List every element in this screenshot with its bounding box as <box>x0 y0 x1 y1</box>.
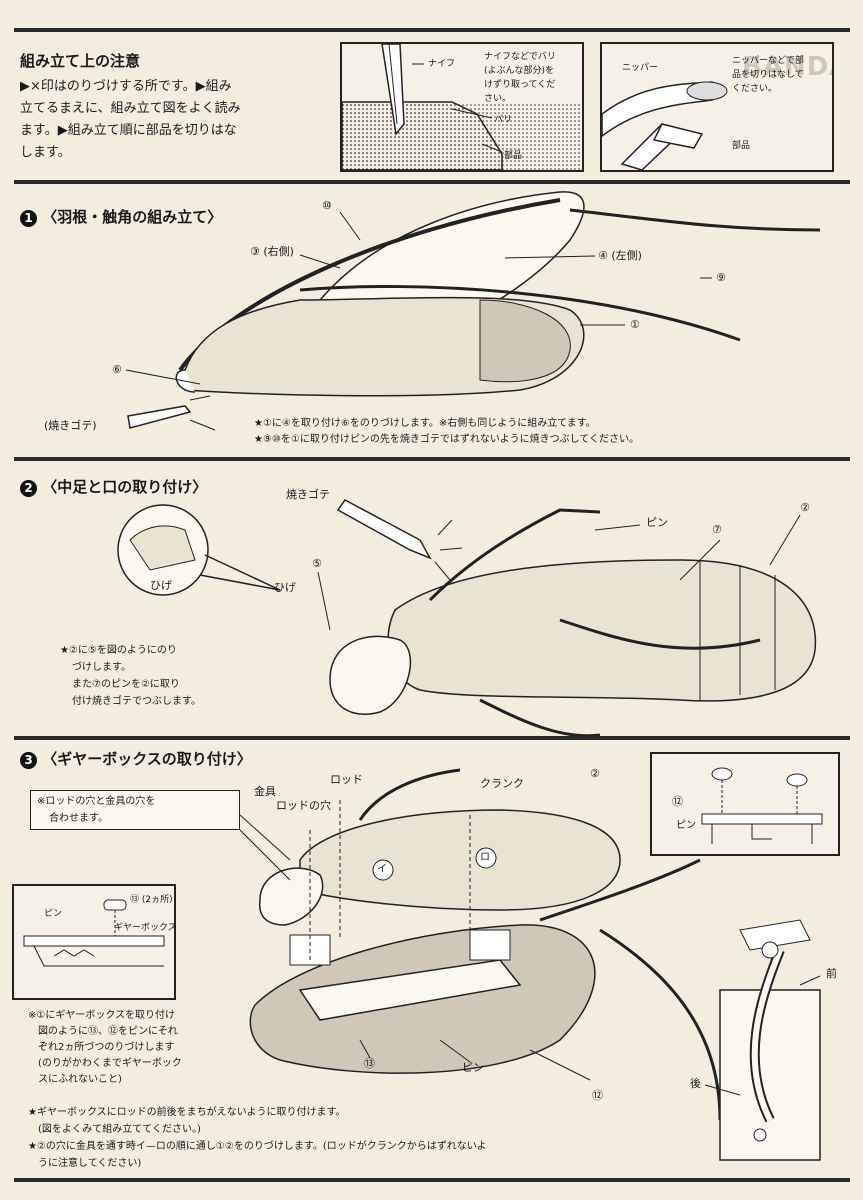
step2-label-iron: 焼きゴテ <box>286 488 330 501</box>
step1-label-3: ③ (右側) <box>250 245 294 258</box>
knife-instruction-line: さい。 <box>484 94 512 104</box>
step1-notes: ★①に④を取り付け⑥をのりづけします。※右側も同じように組み立てます。 ★⑨⑩を… <box>254 416 639 448</box>
step3-label-13: ⑬ <box>364 1057 375 1070</box>
section-rule <box>14 180 850 184</box>
step2-marker: 2 <box>20 480 37 497</box>
step3-label-front: 前 <box>826 967 837 980</box>
step3-label-rod-hole: ロッドの穴 <box>276 799 331 812</box>
step1-label-10: ⑩ <box>322 199 332 212</box>
step3-note-line: ぞれ2ヵ所づつのりづけします <box>38 1042 175 1053</box>
step2-note-line: また⑦のピンを②に取り <box>72 679 180 690</box>
step3-note-line: 図のように⑬、⑫をピンにそれ <box>38 1026 178 1037</box>
step3-label-12: ⑫ <box>592 1089 603 1102</box>
notes-line: します。 <box>20 145 71 160</box>
burr-label: バリ <box>494 115 513 125</box>
step1-note-line: ★①に④を取り付け⑥をのりづけします。※右側も同じように組み立てます。 <box>254 418 596 429</box>
step3-label-2: ② <box>590 767 600 780</box>
step3-label-i: イ <box>377 864 387 875</box>
bg-logo: BANDAI <box>742 52 832 82</box>
knife-illustration-box: ナイフ バリ 部品 ナイフなどでバリ (よぶんな部分)を けずり取ってくだ さい… <box>340 42 584 172</box>
step2-label-5: ⑤ <box>312 557 322 570</box>
step3-label-fitting: 金具 <box>254 785 276 798</box>
notes-body: ▶×印はのりづけする所です。▶組み 立てるまえに、組み立て図をよく読み ます。▶… <box>20 76 241 164</box>
knife-label: ナイフ <box>428 59 456 69</box>
gearbox-detail <box>23 899 165 967</box>
step2-title: 〈中足と口の取り付け〉 <box>42 478 208 496</box>
step3-label-13-two: ⑬ (2ヵ所) <box>130 895 173 905</box>
step3-header: 3 〈ギヤーボックスの取り付け〉 <box>20 748 252 769</box>
step2-header: 2 〈中足と口の取り付け〉 <box>20 476 207 497</box>
step3-label-pin-right: ピン <box>676 820 696 831</box>
step2-label-2: ② <box>800 501 810 514</box>
knife-instruction-line: ナイフなどでバリ <box>484 52 556 62</box>
step1-header: 1 〈羽根・触角の組み立て〉 <box>20 206 222 227</box>
bottom-rule <box>14 1178 850 1182</box>
nipper-instructions: ニッパーなどで部 品を切りはなして ください。 <box>732 54 804 96</box>
callout-line: 合わせます。 <box>49 813 108 824</box>
knife-instructions: ナイフなどでバリ (よぶんな部分)を けずり取ってくだ さい。 <box>484 50 556 106</box>
nipper-illustration <box>602 81 728 170</box>
knife-instruction-line: (よぶんな部分)を <box>484 66 555 76</box>
step3-note-line: ※①にギヤーボックスを取り付け <box>28 1010 176 1021</box>
step3-bottom-line: (図をよくみて組み立ててください。) <box>38 1124 201 1135</box>
step1-title: 〈羽根・触角の組み立て〉 <box>42 208 223 226</box>
step2-label-whisker: ひげ <box>274 581 296 594</box>
nipper-part-label: 部品 <box>732 141 751 151</box>
step2-label-7: ⑦ <box>712 523 722 536</box>
pin-detail-box: ⑫ ピン <box>650 752 840 856</box>
step1-marker: 1 <box>20 210 37 227</box>
step2-notes: ★②に⑤を図のようにのり づけします。 また⑦のピンを②に取り 付け焼きゴテでつ… <box>60 642 201 710</box>
step3-label-back: 後 <box>690 1077 701 1090</box>
nipper-label: ニッパー <box>622 63 659 73</box>
nipper-instruction-line: ください。 <box>732 84 778 94</box>
step3-marker: 3 <box>20 752 37 769</box>
step3-label-crank: クランク <box>480 777 524 790</box>
rod-callout: ※ロッドの穴と金具の穴を 合わせます。 <box>30 790 240 830</box>
step3-note-line: (のりがかわくまでギヤーボック <box>38 1058 182 1069</box>
knife-instruction-line: けずり取ってくだ <box>484 80 556 90</box>
step3-bottom-line: ★②の穴に金具を通す時イ—ロの順に通し①②をのりづけします。(ロッドがクランクか… <box>28 1141 487 1152</box>
step1-label-1: ① <box>630 318 640 331</box>
step3-note-line: スにふれないこと) <box>38 1074 122 1085</box>
step3-label-ro: ロ <box>480 852 490 863</box>
notes-line: 立てるまえに、組み立て図をよく読み <box>20 101 241 116</box>
step3-label-pin-bottom: ピン <box>462 1061 484 1074</box>
gearbox-detail-box: ⑬ (2ヵ所) ピン ギヤーボックス <box>12 884 176 1000</box>
step3-bottom-line: ★ギヤーボックスにロッドの前後をまちがえないように取り付けます。 <box>28 1107 346 1118</box>
step1-note-line: ★⑨⑩を①に取り付けピンの先を焼きゴテではずれないように焼きつぶしてください。 <box>254 434 640 445</box>
knife-part-label: 部品 <box>504 151 523 161</box>
step1-label-iron: (焼きゴテ) <box>44 419 97 432</box>
section-rule <box>14 457 850 461</box>
step1-label-9: ⑨ <box>716 271 726 284</box>
section-rule <box>14 736 850 740</box>
step3-notes-left: ※①にギヤーボックスを取り付け 図のように⑬、⑫をピンにそれ ぞれ2ヵ所づつのり… <box>28 1008 182 1088</box>
step2-note-line: づけします。 <box>72 662 131 673</box>
step3-label-12-detail: ⑫ <box>672 795 683 808</box>
step2-label-whisker-detail: ひげ <box>150 579 172 592</box>
step1-label-6: ⑥ <box>112 363 122 376</box>
notes-line: ます。▶組み立て順に部品を切りはな <box>20 123 237 138</box>
top-rule <box>14 28 850 32</box>
nipper-illustration-box: BANDAI ニッパー 部品 ニッパーなどで部 品を切りはなして ください。 <box>600 42 834 172</box>
step2-note-line: 付け焼きゴテでつぶします。 <box>72 696 201 707</box>
nipper-instruction-line: ニッパーなどで部 <box>732 56 804 66</box>
step3-label-pin-detail: ピン <box>44 909 63 919</box>
step1-label-4: ④ (左側) <box>598 249 642 262</box>
notes-line: ▶×印はのりづけする所です。▶組み <box>20 79 232 94</box>
knife-illustration <box>342 44 582 170</box>
step3-notes-bottom: ★ギヤーボックスにロッドの前後をまちがえないように取り付けます。 (図をよくみて… <box>28 1104 487 1172</box>
callout-line: ※ロッドの穴と金具の穴を <box>37 796 156 807</box>
notes-title: 組み立て上の注意 <box>20 52 141 70</box>
step3-label-rod: ロッド <box>330 773 363 786</box>
step3-bottom-line: うに注意してください) <box>38 1158 142 1169</box>
pin-detail <box>701 767 823 844</box>
step3-label-gearbox: ギヤーボックス <box>114 923 176 933</box>
step2-label-pin: ピン <box>646 516 668 529</box>
step3-title: 〈ギヤーボックスの取り付け〉 <box>42 750 252 768</box>
nipper-instruction-line: 品を切りはなして <box>732 70 804 80</box>
step2-note-line: ★②に⑤を図のようにのり <box>60 645 177 656</box>
